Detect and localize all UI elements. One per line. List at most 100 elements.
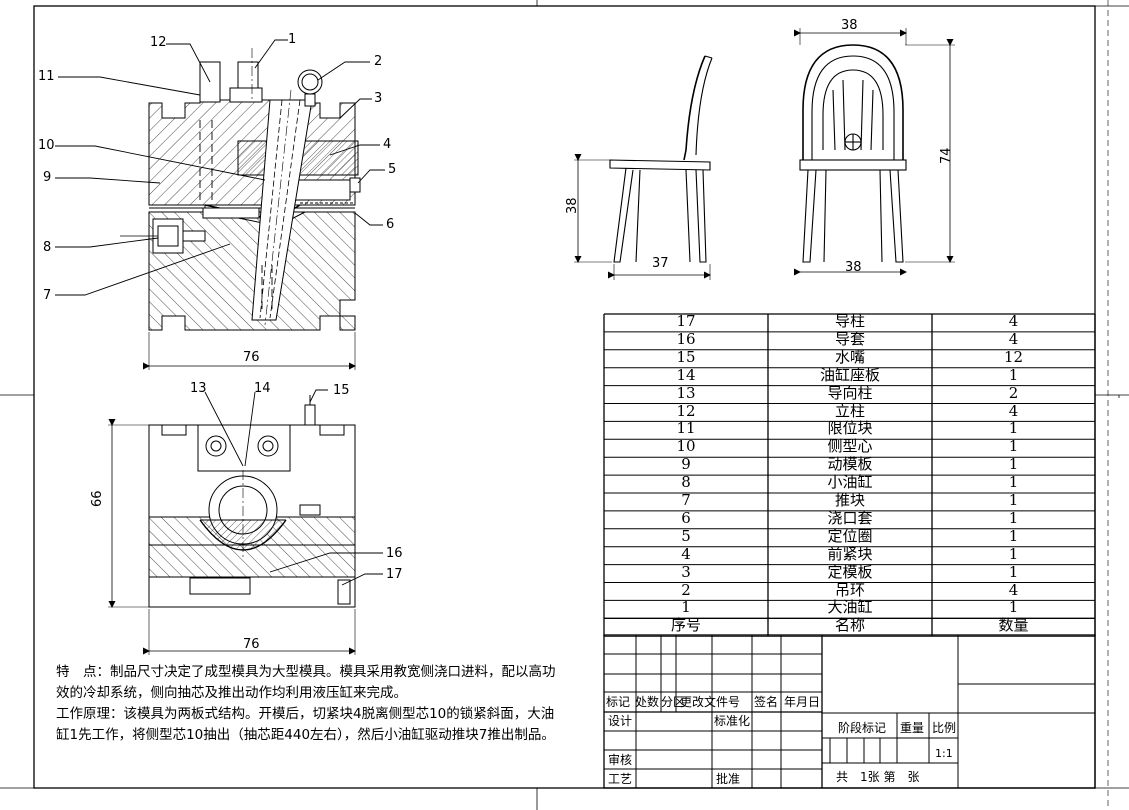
bom-row-no: 17	[676, 312, 696, 330]
features-label: 特 点：	[56, 664, 110, 680]
tb-review: 审核	[608, 753, 633, 767]
part-label-12: 12	[150, 35, 167, 50]
side-leaders	[204, 389, 383, 586]
bom-row-name: 水嘴	[834, 347, 865, 366]
bom-row-qty: 1	[1008, 419, 1019, 438]
tb-scale: 1:1	[935, 747, 953, 760]
bom-header-name: 名称	[834, 616, 865, 635]
bom-row-name: 定位圈	[827, 526, 873, 545]
bom-row-name: 前紧块	[827, 544, 873, 563]
bom-row-no: 16	[676, 329, 696, 348]
bom-row-qty: 1	[1008, 491, 1019, 509]
bom-row-no: 6	[681, 508, 691, 527]
bom-row-qty: 1	[1008, 455, 1019, 474]
tb-weight: 重量	[900, 721, 925, 735]
bom-row-name: 油缸座板	[819, 365, 880, 384]
bom-row-name: 小油缸	[827, 473, 873, 492]
bom-row-qty: 1	[1008, 544, 1019, 563]
tb-sheets: 共 1张 第 张	[836, 770, 920, 784]
bom-row-qty: 2	[1008, 383, 1019, 402]
part-label-7: 7	[43, 288, 52, 303]
side-height-dim: 66	[90, 490, 105, 507]
part-label-3: 3	[374, 91, 383, 106]
part-label-15: 15	[333, 383, 350, 398]
bom-row-no: 2	[681, 580, 691, 599]
tb-zone: 分区	[661, 695, 686, 709]
chair-bottom-width: 38	[845, 260, 862, 275]
chair-height: 74	[939, 147, 954, 164]
bom-row-name: 立柱	[834, 401, 865, 420]
part-label-13: 13	[190, 381, 207, 396]
side-section-view	[108, 395, 356, 655]
tb-date: 年月日	[784, 695, 821, 709]
part-label-16: 16	[386, 546, 403, 561]
bom-row-qty: 4	[1008, 401, 1019, 420]
bom-row-no: 8	[681, 473, 691, 492]
part-label-2: 2	[374, 54, 383, 69]
tb-signature: 签名	[754, 695, 779, 709]
bom-table	[603, 313, 1096, 637]
bom-row-name: 大油缸	[827, 598, 873, 617]
title-block	[603, 634, 1096, 789]
bom-row-no: 10	[676, 437, 696, 456]
bom-row-qty: 4	[1008, 329, 1019, 348]
bom-row-name: 推块	[834, 491, 865, 509]
part-label-4: 4	[383, 137, 392, 152]
side-width-dim: 76	[243, 637, 260, 652]
bom-row-name: 定模板	[827, 562, 873, 581]
bom-row-qty: 4	[1008, 312, 1019, 330]
bom-row-no: 14	[676, 365, 696, 384]
bom-row-no: 15	[676, 347, 696, 366]
bom-row-name: 动模板	[827, 455, 873, 474]
part-label-14: 14	[254, 381, 271, 396]
tb-design: 设计	[608, 714, 633, 728]
chair-seat-depth: 37	[652, 256, 669, 271]
part-label-10: 10	[38, 138, 55, 153]
bom-row-qty: 1	[1008, 598, 1019, 617]
tb-stage-mark: 阶段标记	[838, 721, 887, 735]
bom-row-qty: 1	[1008, 365, 1019, 384]
front-width-dim: 76	[243, 350, 260, 365]
bom-row-qty: 1	[1008, 508, 1019, 527]
bom-row-no: 4	[681, 544, 691, 563]
chair-top-width: 38	[841, 18, 858, 33]
bom-row-name: 导套	[834, 329, 865, 348]
part-label-8: 8	[43, 240, 52, 255]
bom-row-no: 5	[681, 526, 691, 545]
tb-scale-label: 比例	[932, 721, 957, 735]
notes-block: 特 点：制品尺寸决定了成型模具为大型模具。模具采用教宽侧浇口进料，配以高功效的冷…	[56, 662, 556, 746]
tb-standardize: 标准化	[714, 714, 751, 728]
bom-row-no: 13	[676, 383, 696, 402]
chair-seat-height: 38	[565, 197, 580, 214]
tb-approve: 批准	[716, 772, 741, 786]
bom-row-no: 11	[676, 419, 696, 438]
part-label-5: 5	[388, 162, 397, 177]
front-leaders	[55, 39, 385, 296]
bom-row-name: 限位块	[827, 419, 873, 438]
bom-row-name: 浇口套	[827, 508, 873, 527]
bom-header-qty: 数量	[998, 616, 1029, 635]
bom-row-qty: 1	[1008, 562, 1019, 581]
bom-row-name: 吊环	[834, 580, 865, 599]
tb-mark: 标记	[606, 695, 631, 709]
chair-front-view	[794, 28, 955, 276]
bom-row-qty: 1	[1008, 473, 1019, 492]
part-label-11: 11	[38, 69, 55, 84]
bom-row-qty: 1	[1008, 526, 1019, 545]
part-label-17: 17	[386, 567, 403, 582]
front-section-view	[120, 48, 361, 370]
bom-row-name: 导柱	[834, 312, 865, 330]
bom-row-qty: 12	[1003, 347, 1024, 366]
features-text: 制品尺寸决定了成型模具为大型模具。模具采用教宽侧浇口进料，配以高功效的冷却系统，…	[56, 664, 556, 701]
bom-header-no: 序号	[670, 616, 701, 635]
part-label-9: 9	[43, 170, 52, 185]
chair-side-view	[574, 55, 713, 280]
part-label-6: 6	[386, 217, 395, 232]
part-label-1: 1	[288, 32, 297, 47]
bom-row-no: 1	[681, 598, 691, 617]
bom-row-qty: 4	[1008, 580, 1019, 599]
tb-process: 工艺	[608, 772, 633, 786]
bom-row-name: 侧型心	[827, 437, 873, 456]
tb-change-doc: 更改文件号	[680, 695, 741, 709]
